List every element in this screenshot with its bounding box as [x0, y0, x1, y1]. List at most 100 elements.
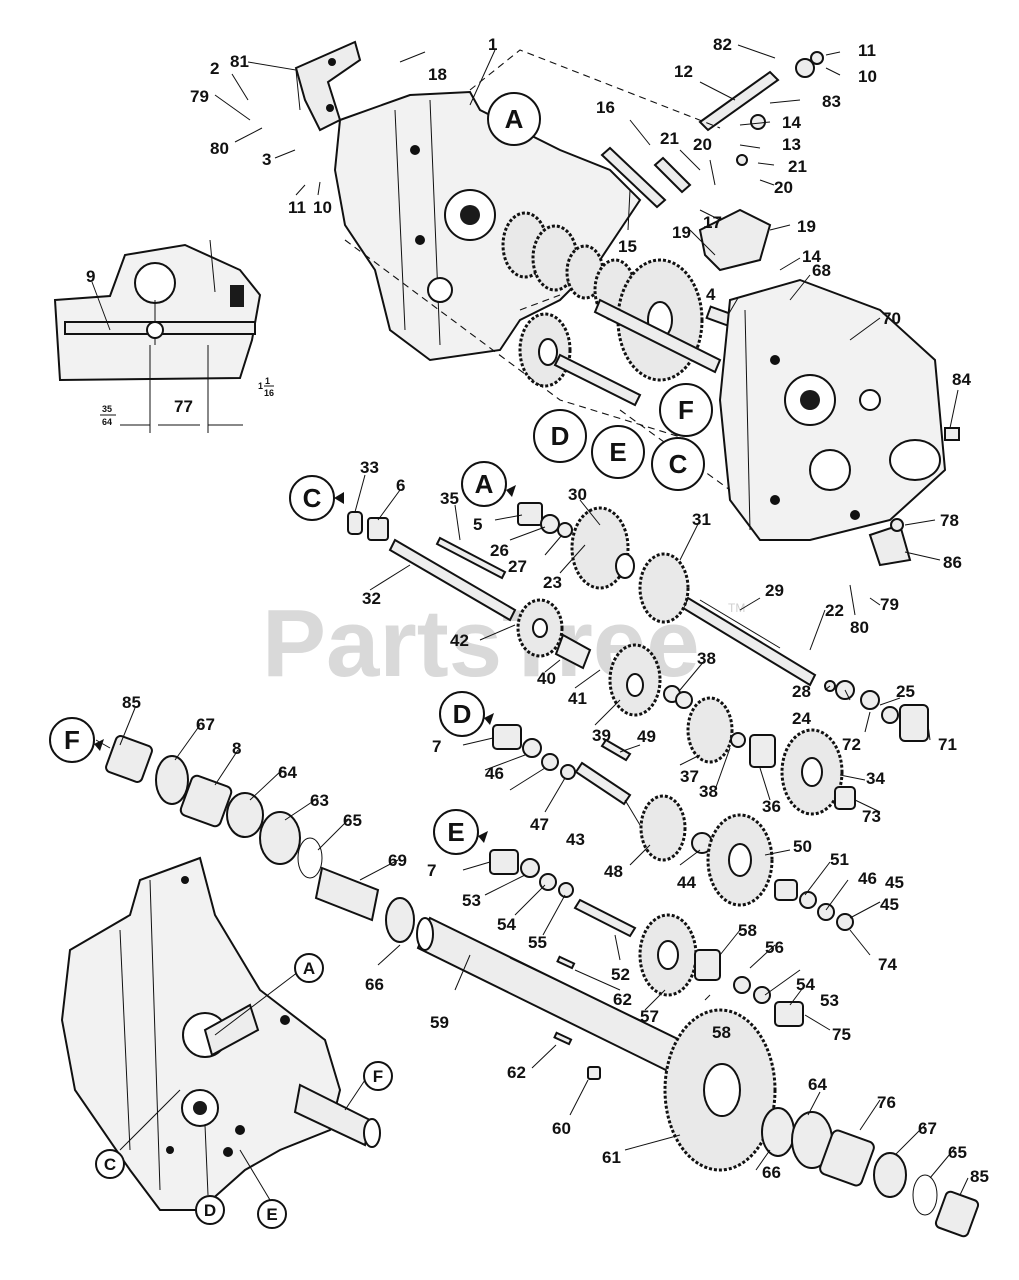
part-label: 21: [660, 129, 679, 148]
part-label: 45: [885, 873, 904, 892]
part-label: 82: [713, 35, 732, 54]
part-label: 30: [568, 485, 587, 504]
part-label: 47: [530, 815, 549, 834]
cross-section-inset: 35 64 1 1 16: [53, 239, 274, 433]
part-label: 79: [880, 595, 899, 614]
part-label: 69: [388, 851, 407, 870]
left-shaft-parts-f: [105, 735, 415, 943]
part-label: 75: [832, 1025, 851, 1044]
part-label: 10: [313, 198, 332, 217]
part-label: 39: [592, 726, 611, 745]
leader-lines: [91, 44, 969, 1201]
callout-circle-e-mid: E: [433, 809, 488, 855]
fraction-right-denominator: 16: [264, 388, 274, 398]
part-label: 26: [490, 541, 509, 560]
callout-a-label-bottom: A: [303, 959, 315, 978]
part-label: 60: [552, 1119, 571, 1138]
part-label: 44: [677, 873, 696, 892]
callout-circle-f-top: F: [659, 383, 713, 437]
part-label: 67: [196, 715, 215, 734]
part-label: 43: [566, 830, 585, 849]
callout-circle-e-top: E: [591, 425, 645, 479]
part-label: 11: [858, 41, 876, 60]
callout-circle-f-bottom: F: [363, 1061, 393, 1091]
part-label: 57: [640, 1007, 659, 1026]
part-label: 4: [706, 285, 716, 304]
upper-gear-cluster: [501, 211, 722, 407]
part-label: 32: [362, 589, 381, 608]
part-label: 61: [602, 1148, 621, 1167]
callout-circle-d-top: D: [533, 409, 587, 463]
part-label: 9: [86, 267, 95, 286]
assembled-transmission-view: [60, 856, 381, 1211]
shaft-29: [517, 502, 817, 687]
fraction-left-denominator: 64: [102, 417, 112, 427]
part-label: 25: [896, 682, 915, 701]
shift-rod-assembly: [600, 51, 824, 327]
callout-circle-a-mid: A: [461, 461, 516, 507]
part-label: 41: [568, 689, 587, 708]
part-label: 46: [485, 764, 504, 783]
part-label: 35: [440, 489, 459, 508]
part-label: 48: [604, 862, 623, 881]
part-label: 80: [850, 618, 869, 637]
callout-circle-c-bottom: C: [95, 1149, 125, 1179]
part-label: 53: [820, 991, 839, 1010]
callout-d-label-top: D: [551, 421, 570, 451]
part-label: 51: [830, 850, 849, 869]
part-label: 72: [842, 735, 861, 754]
part-label: 53: [462, 891, 481, 910]
part-label: 65: [948, 1143, 967, 1162]
part-label: 85: [122, 693, 141, 712]
part-label: 58: [738, 921, 757, 940]
callout-circle-c-top: C: [651, 437, 705, 491]
part-label: 24: [792, 709, 811, 728]
part-label: 2: [210, 59, 219, 78]
part-label: 50: [793, 837, 812, 856]
part-label: 5: [473, 515, 482, 534]
part-label: 14: [782, 113, 801, 132]
gear-group-middle: [554, 633, 929, 816]
gear-group-d: [492, 724, 854, 931]
part-label: 37: [680, 767, 699, 786]
part-label: 7: [427, 861, 436, 880]
part-label: 14: [802, 247, 821, 266]
part-label: 23: [543, 573, 562, 592]
callout-d-label-bottom: D: [204, 1201, 216, 1220]
part-label: 66: [365, 975, 384, 994]
part-label: 65: [343, 811, 362, 830]
part-label: 70: [882, 309, 901, 328]
part-label: 16: [596, 98, 615, 117]
part-label: 62: [507, 1063, 526, 1082]
part-label: 19: [797, 217, 816, 236]
part-label: 79: [190, 87, 209, 106]
part-label: 63: [310, 791, 329, 810]
part-label: 12: [674, 62, 693, 81]
shaft-32: [347, 511, 564, 658]
part-label: 38: [697, 649, 716, 668]
part-label: 54: [796, 975, 815, 994]
main-axle-59: [416, 916, 777, 1172]
callout-a-label-mid: A: [475, 469, 494, 499]
part-label: 10: [858, 67, 877, 86]
part-label: 18: [428, 65, 447, 84]
lower-right-end-parts: [761, 1107, 980, 1238]
left-case-half: [333, 90, 642, 362]
part-label: 73: [862, 807, 881, 826]
callout-f-label-mid: F: [64, 725, 80, 755]
part-label: 40: [537, 669, 556, 688]
part-label: 52: [611, 965, 630, 984]
part-label: 86: [943, 553, 962, 572]
callout-c-label-mid: C: [303, 483, 322, 513]
part-label: 64: [278, 763, 297, 782]
callout-e-label-mid: E: [447, 817, 464, 847]
part-label: 34: [866, 769, 885, 788]
fraction-right-whole: 1: [258, 381, 263, 391]
part-label: 3: [262, 150, 271, 169]
part-label: 13: [782, 135, 801, 154]
part-label: 68: [812, 261, 831, 280]
part-label: 67: [918, 1119, 937, 1138]
part-label: 31: [692, 510, 711, 529]
callout-d-label-mid: D: [453, 699, 472, 729]
